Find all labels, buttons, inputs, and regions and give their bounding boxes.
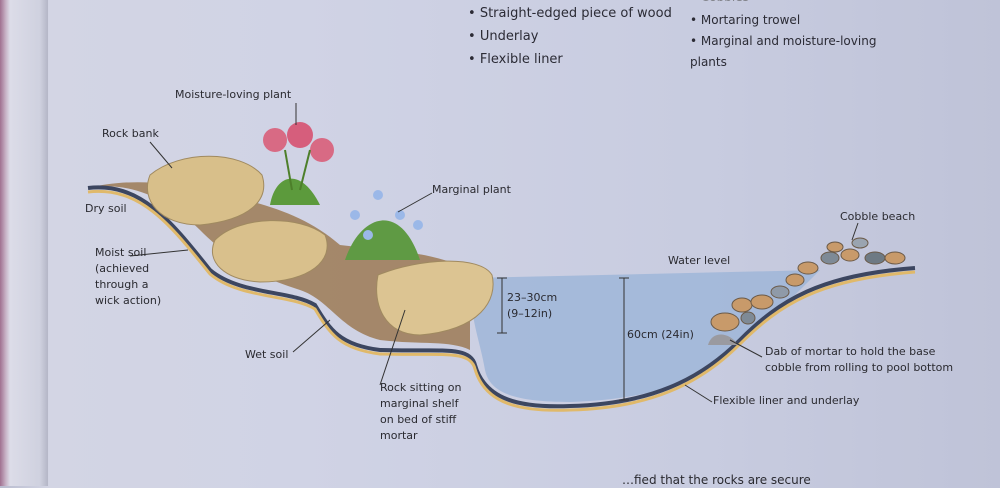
- rock: [147, 155, 265, 226]
- label-line: marginal shelf: [380, 397, 459, 410]
- label-liner: Flexible liner and underlay: [713, 394, 860, 407]
- label-dry-soil: Dry soil: [85, 202, 127, 215]
- label-line: Dab of mortar to hold the base: [765, 345, 936, 358]
- label-line: 23–30cm: [507, 291, 558, 304]
- list-item: Underlay: [468, 25, 672, 48]
- label-moisture-plant: Moisture-loving plant: [175, 88, 292, 101]
- list-item: Marginal and moisture-loving plants: [690, 31, 880, 73]
- flexible-liner: [87, 185, 916, 409]
- label-water-level: Water level: [668, 254, 731, 267]
- rock: [211, 220, 328, 283]
- label-marginal-plant: Marginal plant: [432, 183, 511, 196]
- moisture-loving-plant: [263, 122, 334, 205]
- label-line: through a: [95, 278, 149, 291]
- mortar-dab: [708, 334, 738, 345]
- materials-list-right: Mortaring trowel Marginal and moisture-l…: [690, 10, 880, 73]
- label-shelf-depth: 23–30cm (9–12in): [507, 290, 557, 322]
- label-line: mortar: [380, 429, 418, 442]
- label-moist-soil: Moist soil (achieved through a wick acti…: [95, 245, 161, 309]
- materials-list-left: Straight-edged piece of wood Underlay Fl…: [468, 2, 672, 71]
- label-cobble-beach: Cobble beach: [840, 210, 916, 223]
- label-mortar-dab: Dab of mortar to hold the base cobble fr…: [765, 344, 953, 376]
- cobbles: [710, 237, 906, 332]
- label-rock-shelf: Rock sitting on marginal shelf on bed of…: [380, 380, 461, 444]
- label-line: Moist soil: [95, 246, 147, 259]
- label-line: Rock sitting on: [380, 381, 462, 394]
- label-line: on bed of stiff: [380, 413, 457, 426]
- label-line: (9–12in): [507, 307, 553, 320]
- list-item: Mortaring trowel: [690, 10, 880, 31]
- footer-text: …fied that the rocks are secure: [622, 473, 811, 487]
- rock: [376, 260, 494, 336]
- label-line: wick action): [95, 294, 162, 307]
- label-line: cobble from rolling to pool bottom: [765, 361, 954, 374]
- label-rock-bank: Rock bank: [102, 127, 159, 140]
- label-line: (achieved: [95, 262, 150, 275]
- page-edge: [0, 0, 48, 486]
- marginal-plant: [345, 190, 423, 260]
- label-wet-soil: Wet soil: [245, 348, 289, 361]
- list-item: Flexible liner: [468, 48, 672, 71]
- label-pool-depth: 60cm (24in): [627, 328, 694, 341]
- list-item: Straight-edged piece of wood: [468, 2, 672, 25]
